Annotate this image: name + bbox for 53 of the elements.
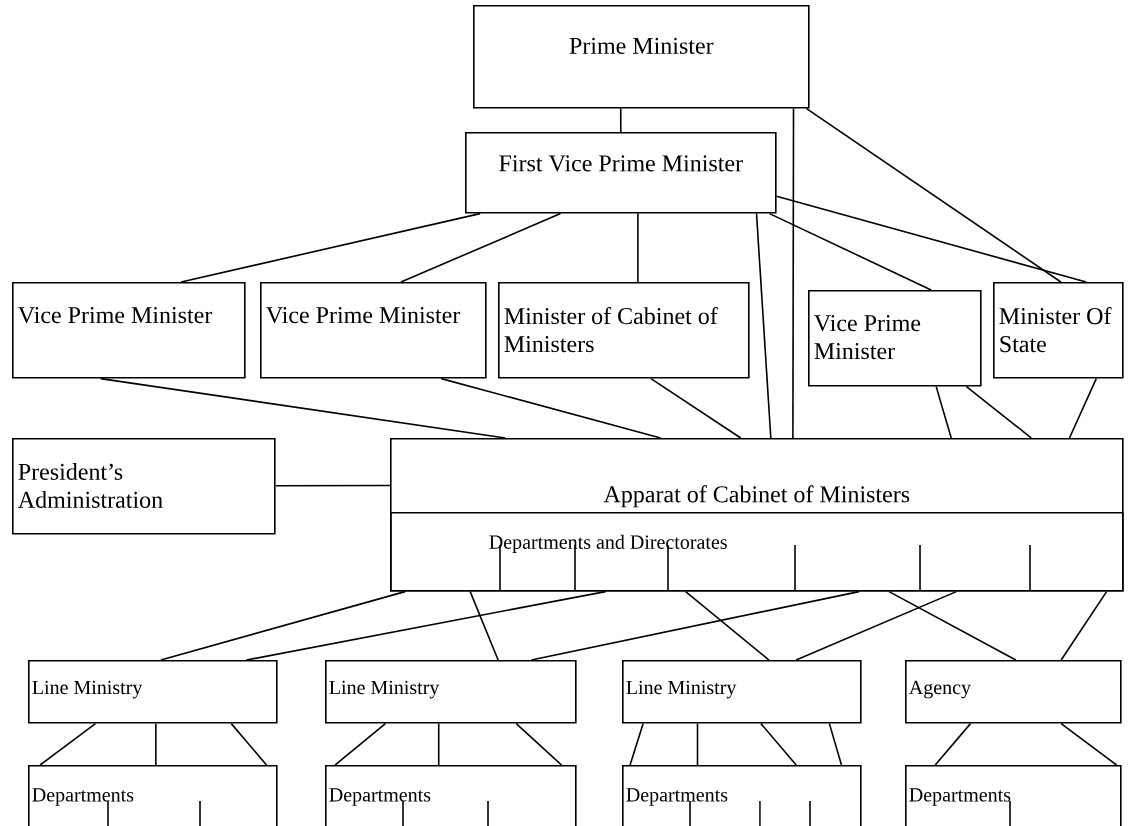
ministry-box: Line Ministry <box>325 660 577 724</box>
department-box: Departments <box>325 765 577 826</box>
connector-line <box>334 722 387 766</box>
connector-line <box>515 722 563 766</box>
connector-line <box>160 590 406 661</box>
department-box: Departments <box>905 765 1122 826</box>
connector-line <box>965 385 1033 439</box>
agency-box: Agency <box>905 660 1122 724</box>
connector-line <box>39 722 97 766</box>
connector-line <box>230 722 268 766</box>
ministry-box: Line Ministry <box>622 660 862 724</box>
connector-line <box>768 212 932 291</box>
connector-line <box>828 722 843 766</box>
connector-line <box>155 722 157 766</box>
connector-line <box>650 377 742 439</box>
connector-line <box>888 590 1017 661</box>
office-box: President’s Administration <box>12 438 276 535</box>
connector-line <box>760 722 797 766</box>
connector-line <box>805 107 1062 283</box>
connector-line <box>530 590 860 661</box>
connector-line <box>1068 377 1098 439</box>
department-band: Departments and Directorates <box>390 512 1124 592</box>
position-box: Minister of Cabinet of Ministers <box>498 282 750 379</box>
connector-line <box>755 212 772 439</box>
connector-line <box>629 722 644 766</box>
connector-line <box>469 590 499 661</box>
connector-line <box>775 195 1087 283</box>
connector-line <box>935 385 952 439</box>
connector-line <box>400 212 562 283</box>
connector-line <box>437 722 440 766</box>
connector-line <box>245 590 607 661</box>
position-box: Prime Minister <box>473 5 810 109</box>
ministry-box: Line Ministry <box>28 660 278 724</box>
connector-line <box>180 212 481 283</box>
position-box: Vice Prime Minister <box>12 282 246 379</box>
connector-line <box>619 107 622 133</box>
connector-line <box>792 107 795 439</box>
connector-line <box>99 377 507 439</box>
connector-line <box>696 722 699 766</box>
department-box: Departments <box>622 765 862 826</box>
connector-line <box>637 212 639 283</box>
department-box: Departments <box>28 765 278 826</box>
connector-line <box>1060 722 1118 766</box>
connector-line <box>934 722 972 766</box>
position-box: Vice Prime Minister <box>808 290 982 387</box>
connector-line <box>795 590 958 661</box>
connector-line <box>274 484 391 487</box>
position-box: Vice Prime Minister <box>260 282 487 379</box>
connector-line <box>440 377 662 439</box>
connector-line <box>684 590 770 661</box>
position-box: Minister Of State <box>993 282 1124 379</box>
position-box: First Vice Prime Minister <box>465 132 777 214</box>
connector-line <box>1060 590 1108 661</box>
